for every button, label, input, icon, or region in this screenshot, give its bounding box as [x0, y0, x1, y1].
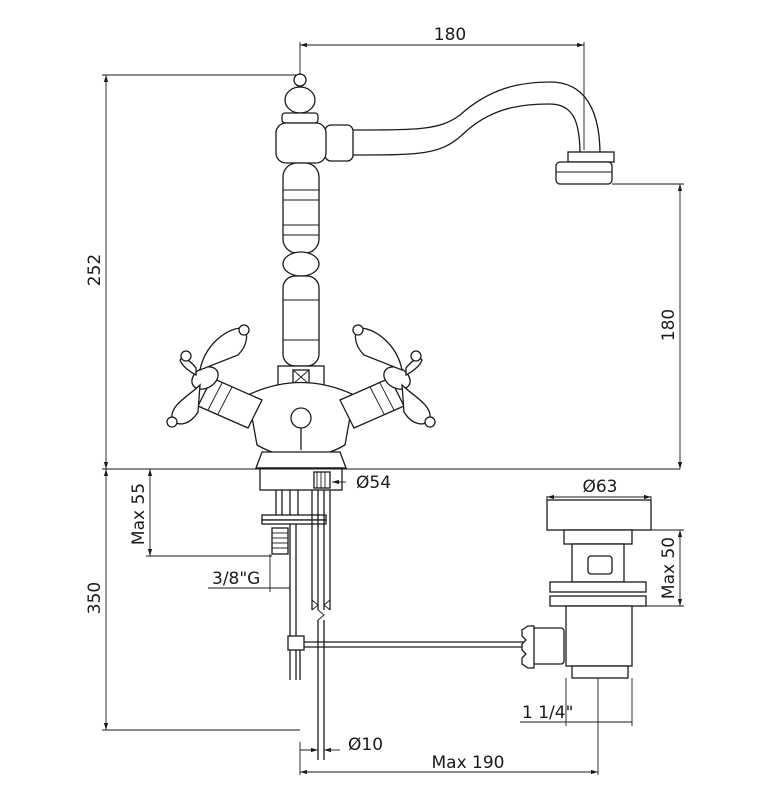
dim-hose-length: 350 — [85, 582, 105, 614]
dim-drain-thread: 1 1/4" — [522, 703, 573, 723]
dim-rod-max: Max 190 — [432, 753, 505, 773]
dim-thread: 3/8"G — [212, 569, 260, 589]
pop-up-drain — [521, 499, 652, 679]
dim-total-height: 252 — [85, 254, 105, 286]
dim-drain-max: Max 50 — [659, 537, 679, 599]
dim-spout-height: 180 — [659, 309, 679, 341]
dim-max-thickness: Max 55 — [129, 483, 149, 545]
dim-spout-reach: 180 — [434, 25, 466, 45]
dim-rod-diameter: Ø10 — [348, 735, 383, 755]
dim-base-diameter: Ø54 — [356, 473, 391, 493]
dim-drain-diameter: Ø63 — [582, 477, 617, 497]
faucet-body — [166, 73, 615, 760]
dimension-lines — [102, 42, 684, 775]
